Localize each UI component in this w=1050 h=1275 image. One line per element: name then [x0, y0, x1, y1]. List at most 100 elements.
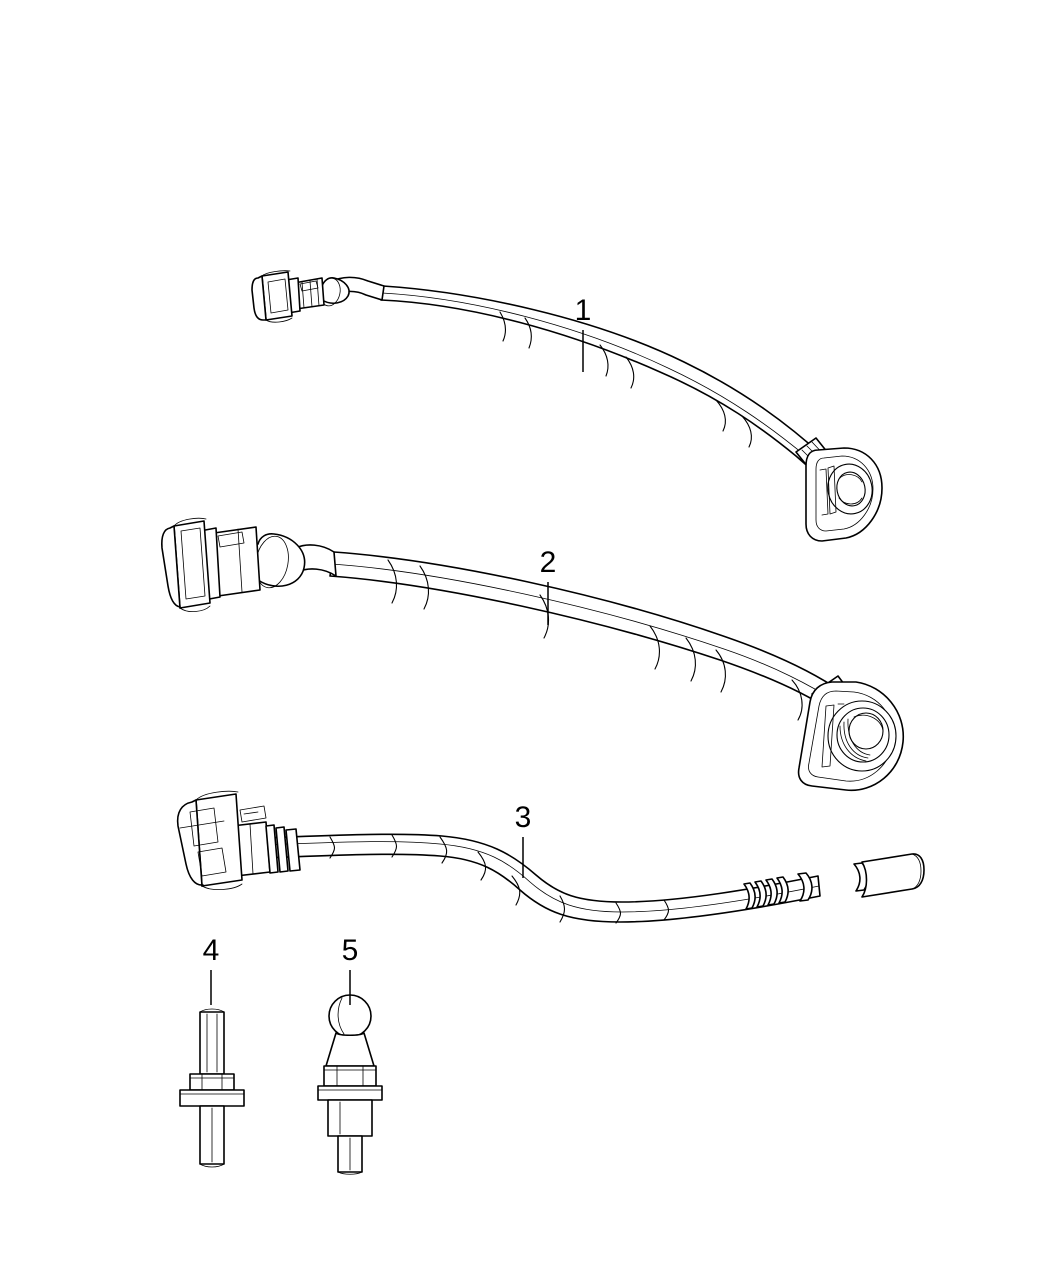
part-2-left-taper — [295, 544, 337, 577]
part-3-left-housing — [195, 793, 243, 887]
callout-1-number: 1 — [575, 294, 592, 327]
part-2-hose-ring — [791, 679, 803, 721]
part-2-left-housing-face — [161, 525, 181, 609]
part-3-tube-ring — [329, 836, 336, 859]
callout-2: 2 — [540, 546, 557, 625]
part-2-right-socket-serration — [847, 718, 871, 756]
part-3-tube-ring — [511, 875, 521, 906]
part-2-hose-ring — [649, 625, 660, 670]
part-1-hose-ring — [715, 399, 726, 432]
part-4-upper-shank-top — [199, 1008, 225, 1013]
part-3-left-rib — [265, 824, 279, 874]
part-3-left-housing-lip — [195, 790, 239, 801]
part-2-left-housing-lip — [179, 605, 211, 612]
part-4-hex-collar — [189, 1073, 235, 1091]
callout-5: 5 — [342, 934, 359, 1005]
part-3-right-end-nipple — [861, 853, 925, 898]
part-2-left-housing-lip — [173, 517, 207, 527]
part-1-hose-ring — [599, 344, 609, 377]
part-5-barrel — [327, 1099, 373, 1137]
part-2-right-socket-serration — [839, 725, 867, 762]
part-2-hose-ring — [685, 637, 696, 682]
part-3-left-latch-mark — [243, 811, 259, 815]
part-3-tube-ring — [477, 851, 487, 881]
part-3-left-latch — [239, 805, 267, 823]
part-5-ball-stud-valve — [317, 994, 383, 1175]
part-1-left-latch-tab — [299, 280, 319, 292]
part-1-hose-ring — [625, 356, 635, 389]
part-1-left-barrel-rib — [301, 281, 305, 309]
part-5-ball-head-seam — [337, 997, 345, 1035]
part-5-taper-body — [325, 1032, 375, 1067]
part-5-hex-collar — [323, 1065, 377, 1087]
part-1-left-housing-inner — [267, 278, 289, 314]
part-2-left-barrel-line — [237, 528, 243, 593]
part-1-left-barrel-rib — [316, 278, 320, 307]
part-1-hose-ring — [499, 311, 506, 342]
part-1-left-housing-lip — [261, 270, 291, 277]
part-5-pin-end-bottom — [337, 1171, 363, 1175]
part-3-left-housing-divider — [179, 820, 225, 829]
part-3-left-housing-window — [197, 847, 227, 877]
part-1-left-housing — [261, 271, 293, 321]
part-3-right-rib — [743, 882, 756, 910]
part-2-hose-highlight — [331, 563, 837, 703]
part-1-hose-ring — [524, 317, 532, 349]
part-3-tube-highlight — [261, 841, 820, 913]
part-2-right-socket-mid — [836, 707, 890, 763]
part-3-left-rib — [275, 826, 289, 873]
part-3-tube-ring — [439, 836, 448, 864]
part-2-right-clip — [821, 704, 835, 768]
part-3-tube-ring — [391, 834, 398, 858]
callout-1: 1 — [575, 294, 592, 372]
part-3-tube-ring — [559, 895, 566, 923]
part-3-left-housing-face — [176, 799, 204, 887]
callout-4-number: 4 — [203, 934, 220, 967]
part-1-left-housing-face — [251, 275, 267, 321]
part-2-left-barrel — [213, 526, 261, 597]
part-5-flange — [317, 1085, 383, 1101]
part-4-stud-bolt-fastener — [179, 1008, 245, 1168]
part-3-fuel-vapor-tube-bent — [176, 790, 925, 924]
part-3-left-housing-window — [189, 807, 219, 847]
part-2-hose-ring — [387, 559, 397, 604]
part-1-right-clip — [827, 465, 837, 515]
part-2-hose-body — [329, 551, 843, 711]
callout-5-number: 5 — [342, 934, 359, 967]
part-1-right-bore-slot — [838, 497, 863, 505]
callout-2-number: 2 — [540, 546, 557, 579]
part-3-right-rib — [776, 876, 789, 904]
part-1-right-keyed-inner — [815, 455, 874, 532]
part-1-hose-highlight — [381, 292, 809, 459]
part-1-fuel-vapor-hose-short — [251, 270, 883, 542]
part-4-upper-shank — [199, 1011, 225, 1075]
part-1-left-barrel-rib — [309, 280, 313, 308]
callout-4: 4 — [203, 934, 220, 1005]
part-1-hose-body — [380, 285, 825, 471]
part-2-left-housing-inner — [180, 527, 206, 600]
part-4-lower-shank-bottom — [199, 1163, 225, 1168]
part-1-right-bore-inner — [836, 471, 866, 507]
part-3-tube-ring — [663, 899, 670, 921]
part-1-left-housing-lip — [265, 317, 293, 323]
part-3-right-ring — [797, 872, 813, 902]
part-3-right-rib — [765, 878, 778, 906]
part-2-right-socket-highlight — [853, 714, 884, 731]
part-2-hose-ring — [715, 649, 726, 693]
part-2-right-socket-serration — [843, 721, 869, 759]
part-2-left-latch — [217, 531, 245, 548]
part-3-left-housing-lip — [201, 883, 243, 890]
part-3-tube-body — [259, 833, 821, 923]
part-1-right-bore-slot — [839, 474, 863, 483]
part-3-right-end-face — [911, 853, 922, 890]
part-3-right-rib — [754, 880, 767, 908]
part-1-hose-ring — [741, 415, 752, 448]
part-2-hose-ring — [419, 565, 429, 610]
part-3-left-barrel-line — [249, 823, 254, 875]
part-2-fuel-vapor-hose-long — [161, 517, 904, 791]
callout-3: 3 — [515, 801, 531, 878]
part-4-flange — [179, 1089, 245, 1107]
part-3-tube-ring — [615, 902, 622, 924]
